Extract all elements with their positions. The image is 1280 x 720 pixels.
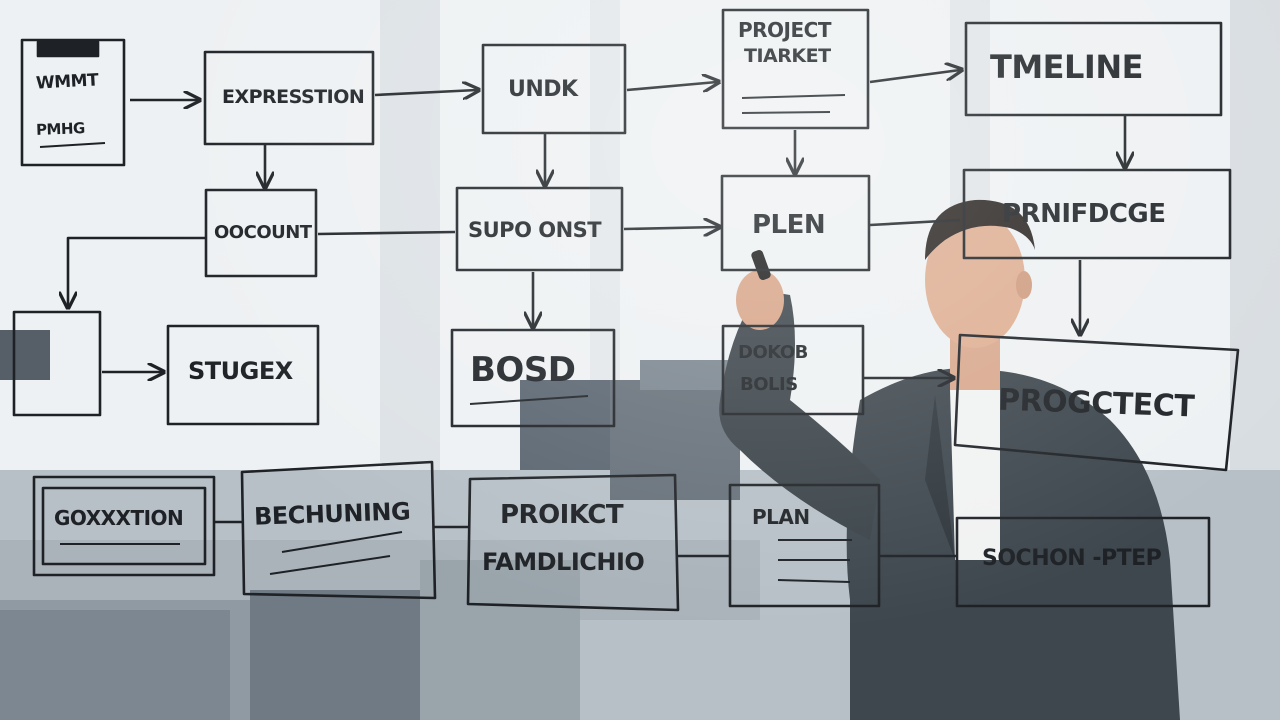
node-label-bosd: BOSD [470, 350, 576, 390]
hand [736, 270, 784, 330]
arrow [374, 90, 477, 95]
node-label-solution-step: SOCHON -PTEP [982, 546, 1162, 571]
plan-box [720, 174, 871, 272]
chair [0, 610, 230, 720]
node-label-beginning: BECHUNING [253, 497, 411, 531]
hair [925, 199, 1035, 260]
node-label-performance: PRNIFDCGE [1002, 199, 1166, 229]
node-label-execution: GOXXXTION [54, 506, 184, 530]
left-box [12, 310, 102, 417]
connector [869, 218, 961, 227]
execution-box-outer [32, 475, 216, 577]
node-label-project-target-1: PROJECT [738, 18, 831, 42]
node-label-project-target-2: TIARKET [744, 45, 831, 67]
node-label-study: STUGEX [188, 357, 293, 385]
plan-bottom-box [728, 483, 881, 608]
bosd-box [450, 328, 616, 428]
node-label-wmmt: WMMT [35, 70, 99, 94]
execution-box-inner [41, 486, 207, 566]
arrow [68, 236, 206, 306]
expression-box [203, 50, 375, 146]
lamp [0, 330, 50, 380]
node-label-goals-1: DOKOB [738, 342, 808, 363]
solution-step-box [955, 516, 1211, 608]
arrow [623, 227, 718, 229]
window-pillar [380, 0, 440, 480]
beginning-box [240, 460, 437, 600]
connector [317, 230, 456, 236]
node-label-support: SUPO ONST [468, 218, 602, 242]
marker [751, 249, 771, 281]
shirt [950, 380, 1000, 560]
timeline-box [964, 21, 1223, 117]
node-label-expression: EXPRESSTION [222, 86, 365, 108]
node-label-document: OOCOUNT [214, 222, 312, 243]
document-box [204, 188, 318, 278]
face [925, 212, 1025, 348]
undk-box [481, 43, 627, 135]
node-label-plan-bottom: PLAN [752, 505, 810, 529]
node-label-pmhg: PMHG [35, 119, 86, 139]
node-label-undk: UNDK [508, 77, 578, 102]
arrow [869, 70, 960, 84]
node-label-goals-2: BOLIS [740, 374, 798, 395]
support-box [455, 186, 624, 272]
node-label-project-funding-1: PROIKCT [500, 500, 624, 530]
node-label-project-right: PROGCTECT [997, 382, 1195, 425]
study-box [166, 324, 320, 426]
node-label-plan: PLEN [752, 210, 826, 240]
node-label-timeline: TMELINE [990, 48, 1143, 86]
project-funding-box [466, 473, 680, 612]
project-right-box [953, 333, 1240, 472]
notes-box [20, 38, 126, 167]
performance-box [962, 168, 1232, 260]
arrow [626, 82, 717, 90]
project-target-box [721, 8, 870, 130]
goals-box [721, 324, 865, 416]
node-label-project-funding-2: FAMDLICHIO [482, 548, 645, 576]
